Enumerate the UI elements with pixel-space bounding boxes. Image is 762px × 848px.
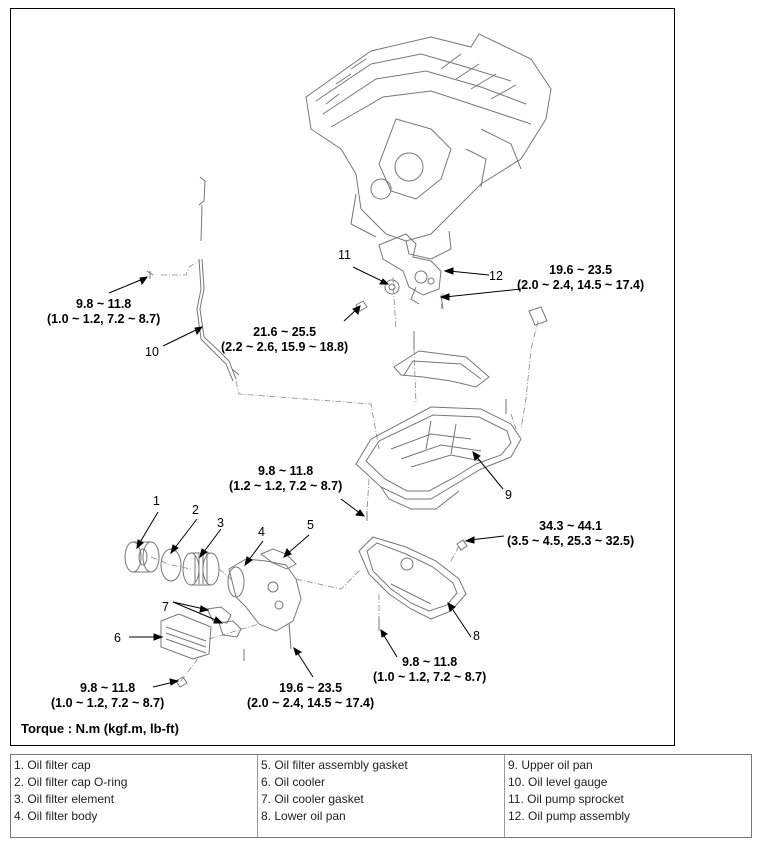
callout-6: 6	[114, 631, 121, 645]
callout-3: 3	[217, 516, 224, 530]
oil-filter-body-art	[227, 548, 302, 661]
legend-item: 12. Oil pump assembly	[508, 809, 631, 823]
legend-item: 4. Oil filter body	[14, 809, 98, 823]
callout-9: 9	[505, 488, 512, 502]
legend-column-1: 1. Oil filter cap 2. Oil filter cap O-ri…	[11, 755, 257, 837]
oil-level-gauge-art	[196, 176, 240, 382]
torque-units-title: Torque : N.m (kgf.m, lb-ft)	[21, 721, 179, 736]
torque-lower-pan-bolt: 9.8 ~ 11.8(1.0 ~ 1.2, 7.2 ~ 8.7)	[373, 655, 487, 684]
oil-filter-cap-art	[124, 541, 160, 573]
callout-10: 10	[145, 345, 159, 359]
lower-oil-pan-art	[358, 511, 468, 631]
legend-item: 5. Oil filter assembly gasket	[261, 758, 408, 772]
torque-oil-cooler-bolt: 9.8 ~ 11.8(1.0 ~ 1.2, 7.2 ~ 8.7)	[51, 681, 165, 710]
torque-drain-plug: 34.3 ~ 44.1(3.5 ~ 4.5, 25.3 ~ 32.5)	[507, 519, 635, 548]
legend-item: 8. Lower oil pan	[261, 809, 346, 823]
torque-sprocket-bolt: 21.6 ~ 25.5(2.2 ~ 2.6, 15.9 ~ 18.8)	[221, 325, 349, 354]
callout-4: 4	[258, 525, 265, 539]
exploded-diagram: 19.6 ~ 23.5(2.0 ~ 2.4, 14.5 ~ 17.4) 21.6…	[10, 8, 675, 746]
legend-item: 9. Upper oil pan	[508, 758, 593, 772]
callout-7: 7	[162, 600, 169, 614]
callout-5: 5	[307, 518, 314, 532]
upper-oil-pan-art	[355, 399, 522, 510]
torque-oil-pump-bolt: 19.6 ~ 23.5(2.0 ~ 2.4, 14.5 ~ 17.4)	[517, 263, 645, 292]
callout-8: 8	[473, 629, 480, 643]
legend-item: 3. Oil filter element	[14, 792, 115, 806]
oil-cooler-gasket-art	[206, 606, 242, 638]
callout-2: 2	[192, 503, 199, 517]
oil-filter-element-art	[182, 552, 220, 586]
torque-upper-pan-bolt: 9.8 ~ 11.8(1.2 ~ 1.2, 7.2 ~ 8.7)	[229, 464, 343, 493]
callout-11: 11	[338, 248, 351, 262]
legend-column-3: 9. Upper oil pan 10. Oil level gauge 11.…	[504, 755, 751, 837]
diagram-artwork	[108, 33, 552, 688]
torque-oil-gauge-bolt: 9.8 ~ 11.8(1.0 ~ 1.2, 7.2 ~ 8.7)	[47, 297, 161, 326]
parts-legend-table: 1. Oil filter cap 2. Oil filter cap O-ri…	[10, 754, 752, 838]
callout-1: 1	[153, 494, 160, 508]
legend-item: 11. Oil pump sprocket	[508, 792, 624, 806]
legend-item: 6. Oil cooler	[261, 775, 326, 789]
legend-column-2: 5. Oil filter assembly gasket 6. Oil coo…	[257, 755, 504, 837]
o-ring-art	[160, 548, 182, 582]
engine-block	[305, 33, 552, 260]
legend-item: 7. Oil cooler gasket	[261, 792, 364, 806]
callout-12: 12	[489, 269, 503, 283]
oil-cooler-art	[160, 613, 212, 688]
oil-pump-sprocket-art	[384, 279, 400, 295]
oil-pump-assembly-art	[378, 233, 442, 305]
legend-item: 1. Oil filter cap	[14, 758, 91, 772]
legend-item: 10. Oil level gauge	[508, 775, 608, 789]
legend-item: 2. Oil filter cap O-ring	[14, 775, 128, 789]
oil-baffle-art	[393, 331, 490, 388]
torque-filter-body-bolt: 19.6 ~ 23.5(2.0 ~ 2.4, 14.5 ~ 17.4)	[247, 681, 375, 710]
